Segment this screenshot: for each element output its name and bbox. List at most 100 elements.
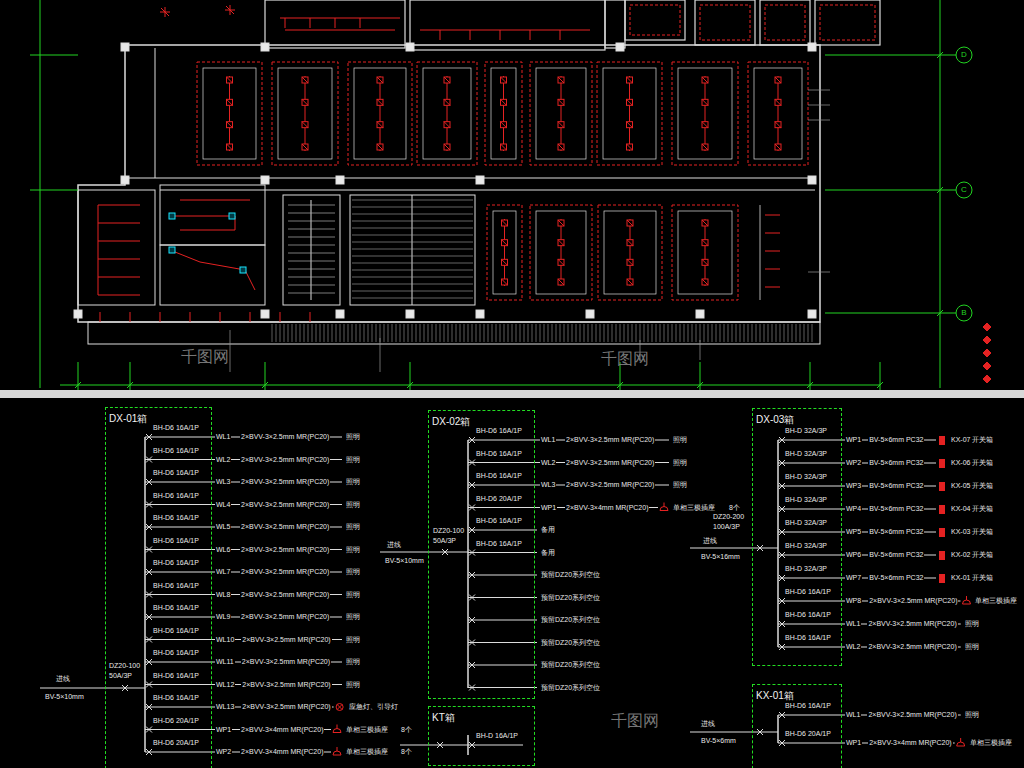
- breaker-symbol: [779, 644, 785, 650]
- breaker-symbol: [469, 595, 475, 601]
- breaker-symbol: [469, 505, 475, 511]
- branch-circuit: [468, 530, 537, 531]
- breaker-symbol: [779, 437, 785, 443]
- light-fixture: [558, 259, 564, 265]
- spare-slot: 预留DZ20系列空位: [540, 660, 601, 670]
- balcony-hatch: [388, 324, 389, 342]
- light-fixture: [444, 77, 450, 83]
- breaker-symbol: [779, 437, 785, 443]
- breaker-symbol: [469, 742, 475, 748]
- circuit-drop: [530, 30, 531, 40]
- light-fixture: [302, 77, 308, 83]
- branch-circuit: [468, 642, 537, 643]
- socket-symbol: [337, 747, 338, 751]
- column: [336, 310, 344, 318]
- light-fixture: [702, 99, 708, 105]
- circuit-number: WP1: [845, 435, 862, 445]
- cable-spec: 2×BVV-3×2.5mm MR(PC20): [241, 657, 331, 667]
- circuit-number: WL3: [540, 480, 556, 490]
- balcony-hatch: [496, 324, 497, 342]
- circuit-number: WL9: [215, 612, 231, 622]
- light-fixture: [627, 240, 633, 246]
- lighting-circuit: [561, 76, 562, 151]
- circuit-number: WL12: [215, 680, 235, 690]
- socket-symbol: [960, 738, 961, 742]
- load-name: 照明: [672, 458, 688, 468]
- balcony-hatch: [564, 324, 565, 342]
- breaker-symbol: [779, 740, 785, 746]
- breaker-symbol: [146, 682, 152, 688]
- cable-spec: BV-5×10mm: [384, 556, 425, 566]
- light-fixture: [377, 122, 383, 128]
- room-outline: [536, 68, 586, 159]
- load-name: 照明: [345, 635, 361, 645]
- breaker-symbol: [469, 572, 475, 578]
- spare-circuit: 备用: [540, 525, 556, 535]
- room-wiring-outline: [348, 62, 412, 165]
- load-name: 单相三极插座: [974, 596, 1018, 606]
- circuit-number: WL3: [540, 480, 556, 490]
- cable-spec: 2×BVV-3×4mm MR(PC20): [868, 738, 952, 748]
- balcony-hatch: [416, 324, 417, 342]
- balcony-hatch: [684, 324, 685, 342]
- switchbox-name: KX-02 开关箱: [950, 550, 994, 560]
- cable-spec: BV-5×6mm: [700, 736, 737, 746]
- room-wiring-outline: [672, 205, 738, 300]
- column: [586, 310, 594, 318]
- light-fixture: [702, 122, 708, 128]
- light-fixture: [302, 99, 308, 105]
- light-fixture: [444, 99, 450, 105]
- socket-symbol: [664, 503, 665, 507]
- lighting-circuit: [503, 76, 504, 151]
- socket-symbol: [337, 725, 338, 729]
- balcony-hatch: [620, 324, 621, 342]
- balcony-hatch: [624, 324, 625, 342]
- balcony-hatch: [552, 324, 553, 342]
- balcony-hatch: [580, 324, 581, 342]
- hall-hatch: [352, 221, 473, 222]
- breaker-symbol: [437, 742, 443, 748]
- circuit-number: WL2: [845, 642, 861, 652]
- light-fixture: [627, 240, 633, 246]
- breaker-rating: BH-D6 20A/1P: [152, 716, 200, 726]
- light-fixture: [377, 144, 383, 150]
- circuit-number: WL12: [215, 680, 235, 690]
- breaker-symbol: [146, 749, 152, 755]
- breaker-symbol: [146, 637, 152, 643]
- breaker-rating: 50A/3P: [432, 536, 457, 546]
- load-name: 照明: [672, 480, 688, 490]
- circuit-number: WP8: [845, 596, 862, 606]
- breaker-symbol: [146, 479, 152, 485]
- breaker-rating: BH-D6 16A/1P: [152, 491, 200, 501]
- breaker-symbol: [146, 704, 152, 710]
- dimension-line: [940, 0, 941, 388]
- upper-room: [605, 0, 625, 48]
- load-name: 照明: [345, 612, 361, 622]
- breaker-symbol: [146, 637, 152, 643]
- breaker-model: DZ20-100: [108, 661, 141, 671]
- leader-line: [808, 105, 830, 106]
- balcony-hatch: [640, 324, 641, 342]
- balcony-hatch: [628, 324, 629, 342]
- distribution-box-symbol: [169, 213, 175, 219]
- circuit-number: WL13: [215, 702, 235, 712]
- light-fixture: [502, 220, 508, 226]
- balcony-hatch: [800, 324, 801, 342]
- light-fixture: [558, 122, 564, 128]
- light-fixture: [501, 144, 507, 150]
- light-fixture: [227, 144, 233, 150]
- breaker-rating: BH-D6 20A/1P: [784, 729, 832, 739]
- upper-room: [410, 0, 605, 50]
- light-fixture: [501, 77, 507, 83]
- balcony-hatch: [420, 324, 421, 342]
- light-fixture: [227, 122, 233, 128]
- light-fixture: [302, 77, 308, 83]
- dimension-tick: [877, 382, 883, 388]
- breaker-symbol: [469, 617, 475, 623]
- breaker-symbol: [779, 621, 785, 627]
- balcony-hatch: [500, 324, 501, 342]
- balcony-hatch: [672, 324, 673, 342]
- balcony-hatch: [716, 324, 717, 342]
- circuit-drop: [335, 18, 336, 28]
- light-fixture: [627, 122, 633, 128]
